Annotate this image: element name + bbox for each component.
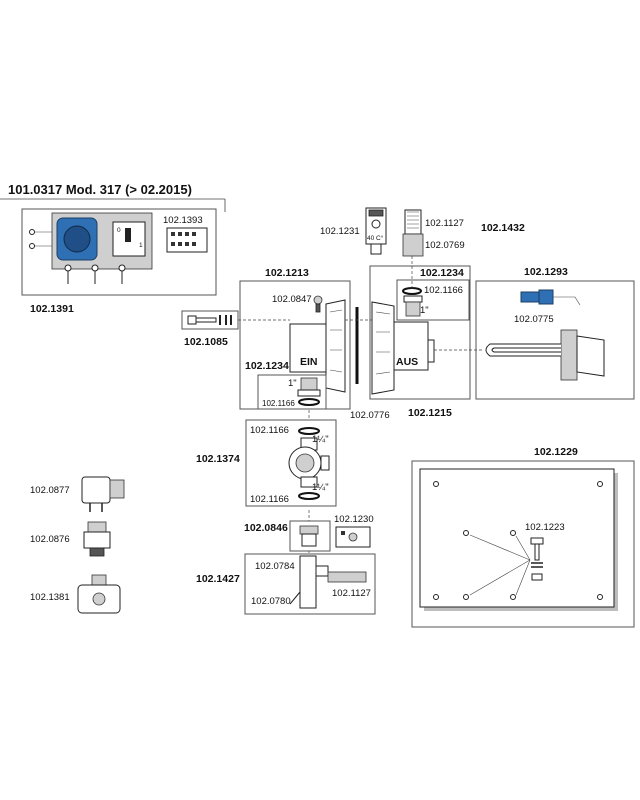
label-102-1166-pump-top: 102.1166 [250,425,289,436]
svg-text:40 C°: 40 C° [367,234,384,242]
label-102-0876: 102.0876 [30,534,70,545]
label-102-0776: 102.0776 [350,410,390,421]
label-102-1215: 102.1215 [408,407,452,419]
page-title: 101.0317 Mod. 317 (> 02.2015) [8,182,192,197]
label-102-1432: 102.1432 [481,222,525,234]
label-102-1230: 102.1230 [334,514,374,525]
label-102-1231: 102.1231 [320,226,360,237]
label-102-1427: 102.1427 [196,573,240,585]
svg-text:1": 1" [420,305,429,316]
svg-text:1": 1" [288,378,297,389]
label-102-0877: 102.0877 [30,485,70,496]
label-102-1381: 102.1381 [30,592,70,603]
label-102-1223: 102.1223 [525,522,565,533]
label-102-1166-left: 102.1166 [262,399,295,408]
label-102-0775: 102.0775 [514,314,554,325]
svg-text:1¼": 1¼" [312,434,329,445]
sensor-tube: 102.1127 102.0769 [402,209,465,257]
label-102-1374: 102.1374 [196,453,240,465]
thermostat: 40 C° 102.1231 [320,207,387,255]
ball-valve [77,574,121,614]
label-ein: EIN [300,356,318,368]
label-102-1293: 102.1293 [524,266,568,278]
relay-module [166,227,208,253]
switch-label-0: 0 [117,227,121,234]
label-102-1127-top: 102.1127 [425,218,464,229]
label-102-1234-top: 102.1234 [420,267,464,279]
manifold [289,555,367,609]
circulation-pump [288,427,330,500]
switch-label-1: 1 [139,242,143,249]
union-fitting [299,525,319,547]
cover-plate [419,468,618,611]
label-102-0784: 102.0784 [255,561,295,572]
label-102-1085: 102.1085 [184,336,228,348]
housing-ein: EIN [289,295,346,393]
vent-valve [313,295,323,305]
heating-element [485,289,605,381]
fitting-left [297,377,321,406]
housing-aus: AUS [371,301,435,395]
flow-switch [335,526,371,548]
check-valve [83,521,111,557]
label-102-1166-pump-bottom: 102.1166 [250,494,289,505]
label-102-1166-top: 102.1166 [424,285,463,296]
control-box-group: 0 1 102.1393 [21,208,217,296]
label-102-1229: 102.1229 [534,446,578,458]
label-aus: AUS [396,356,418,368]
label-102-1391: 102.1391 [30,303,74,315]
fitting-top [402,287,423,317]
svg-text:1¼": 1¼" [312,482,329,493]
solenoid-valve [81,476,125,512]
label-102-0780: 102.0780 [251,596,291,607]
label-102-1127-bottom: 102.1127 [332,588,371,599]
label-102-0769: 102.0769 [425,240,465,251]
label-102-0846: 102.0846 [244,522,288,534]
label-102-1393: 102.1393 [163,215,203,226]
label-102-0847: 102.0847 [272,294,312,305]
heater-group [475,280,635,400]
label-102-1234-left: 102.1234 [245,360,289,372]
label-102-1213: 102.1213 [265,267,309,279]
